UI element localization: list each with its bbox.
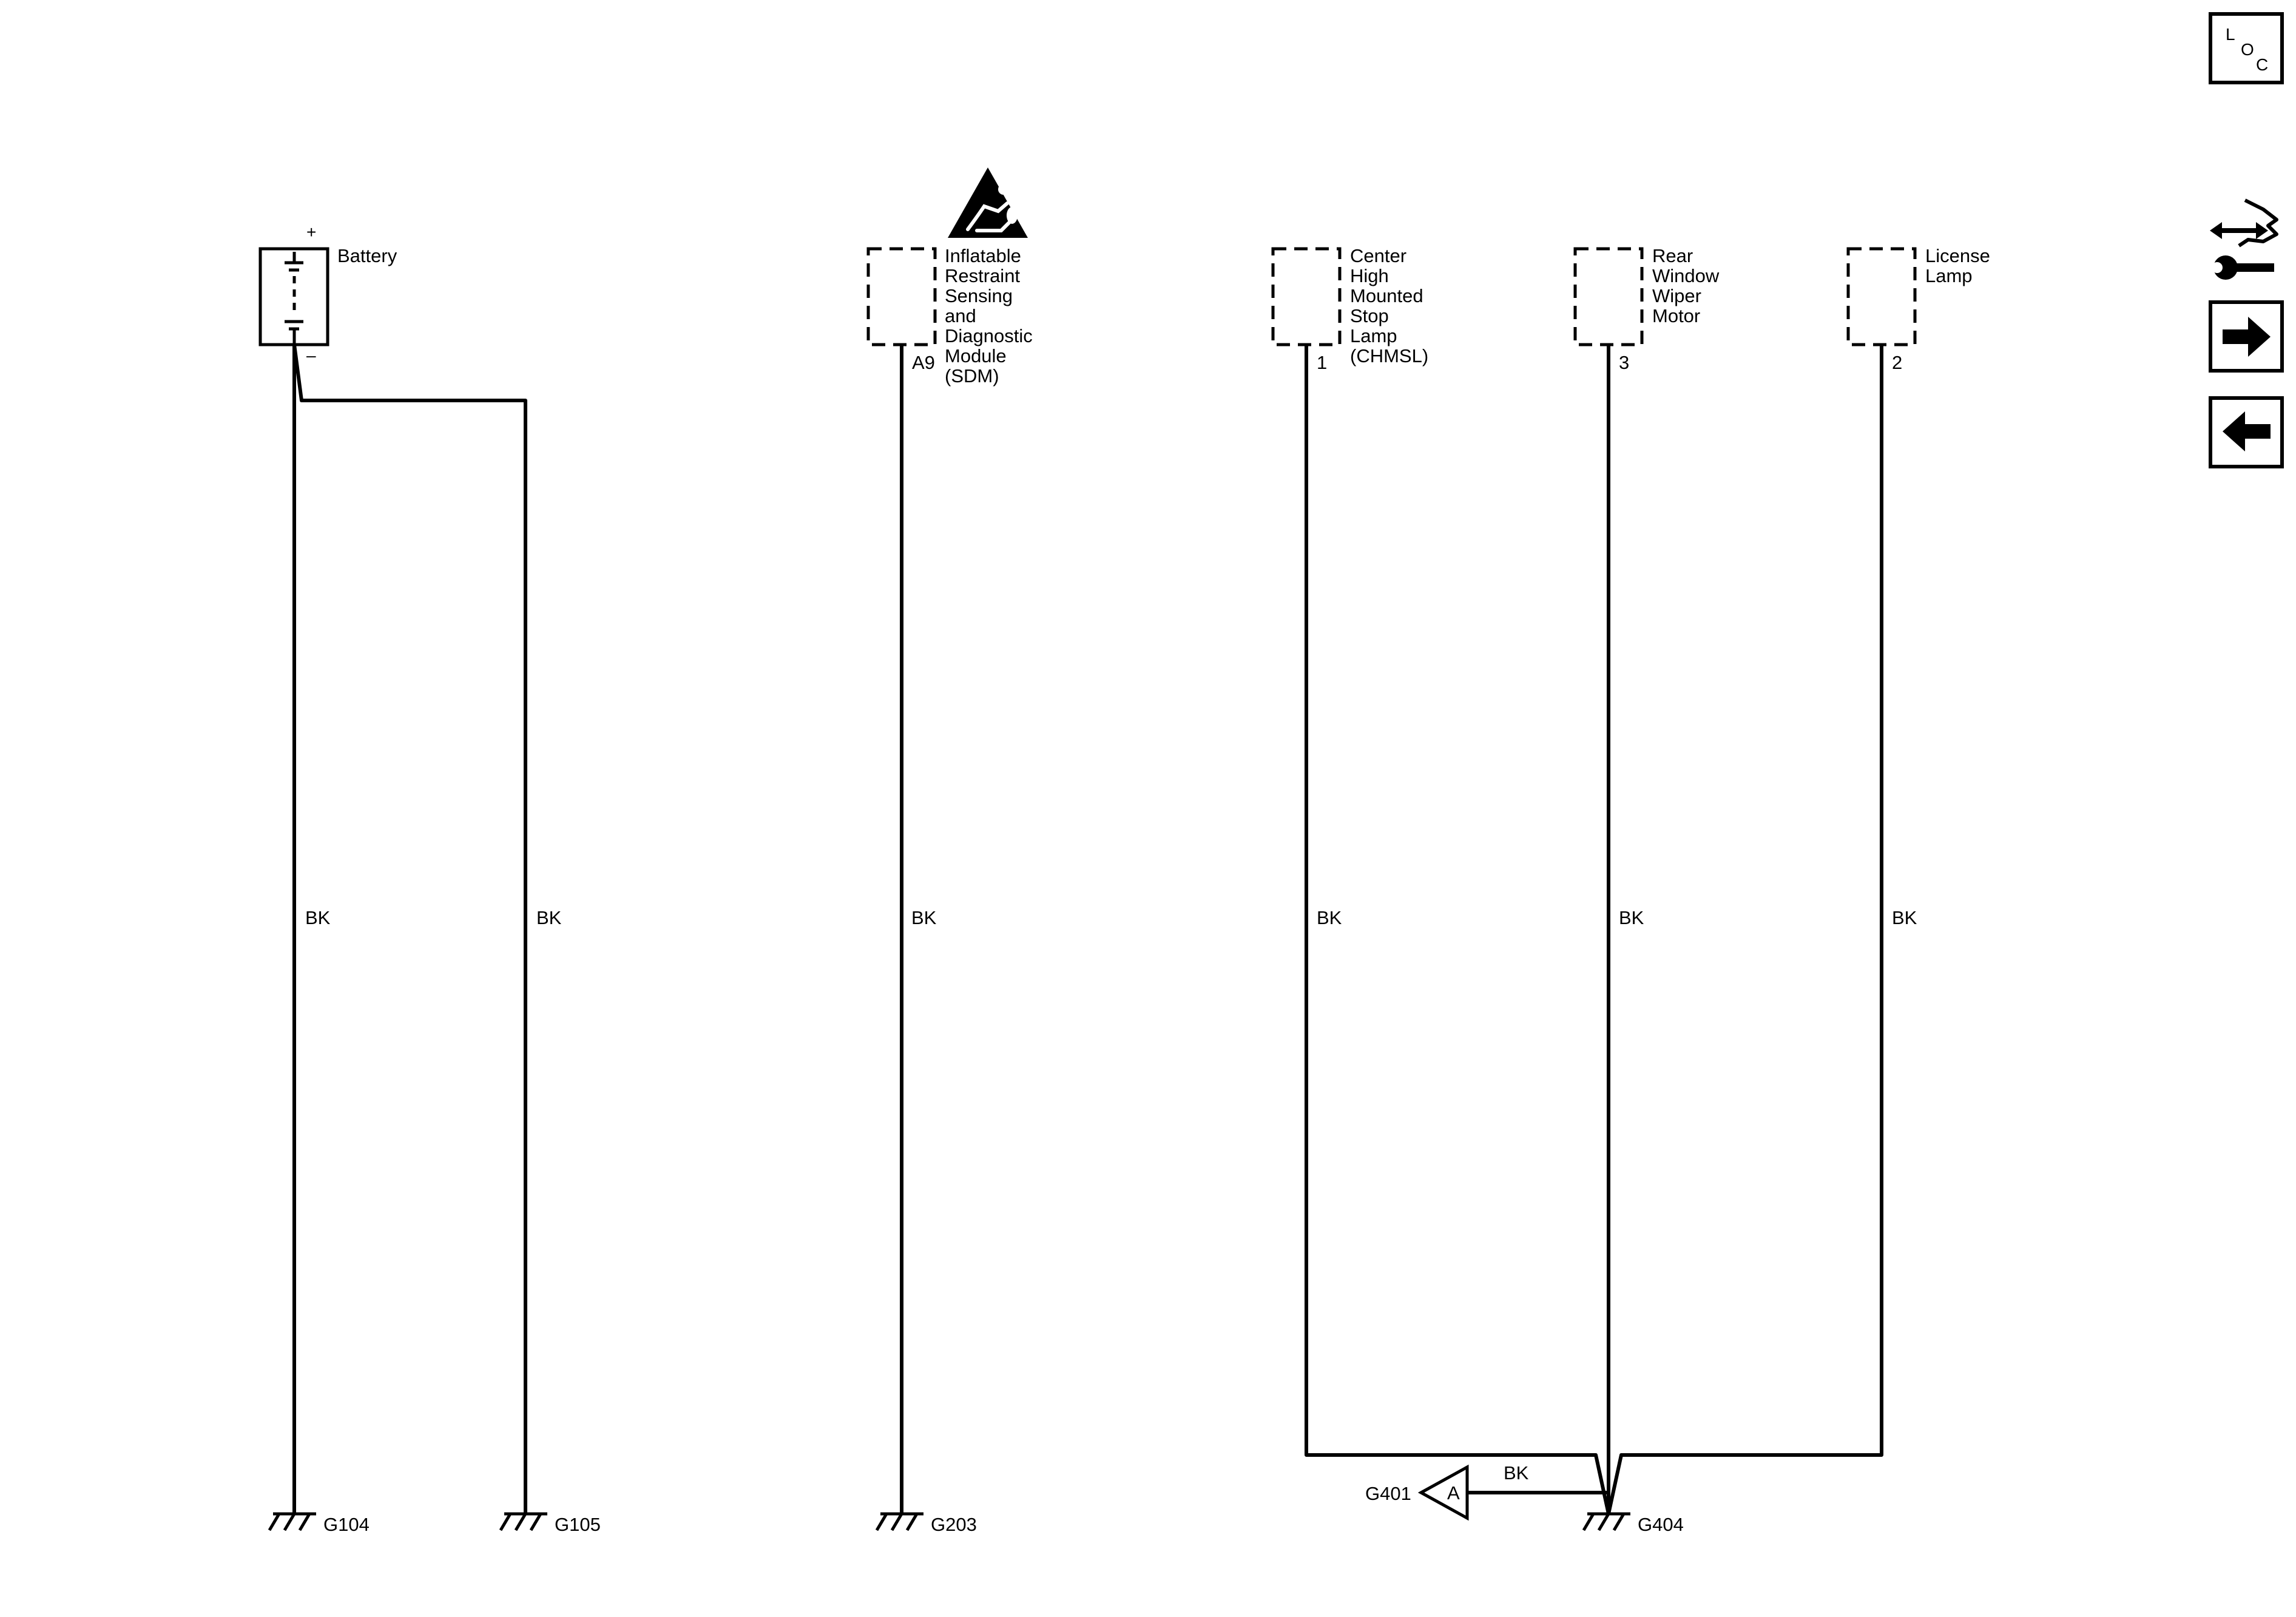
wire-color-wiper: BK [1619, 907, 1644, 928]
ground-g203: G203 [875, 1512, 977, 1535]
license-pin-label: 2 [1892, 352, 1902, 373]
chmsl-box [1271, 247, 1342, 346]
loc-button[interactable]: L O C [2209, 12, 2284, 84]
connector-wrench-icon[interactable] [2210, 198, 2278, 280]
wiper-box [1573, 247, 1644, 346]
next-page-button[interactable] [2209, 300, 2284, 373]
loc-letter-l: L [2226, 25, 2235, 44]
chmsl-label: Center High Mounted Stop Lamp (CHMSL) [1350, 245, 1428, 366]
battery-symbol [285, 252, 303, 345]
chmsl-component: Center High Mounted Stop Lamp (CHMSL) 1 [1271, 245, 1428, 373]
arrow-right-icon [2223, 317, 2271, 357]
wire-color-sdm: BK [911, 907, 937, 928]
wiper-motor-component: Rear Window Wiper Motor 3 [1573, 245, 1724, 373]
sdm-label: Inflatable Restraint Sensing and Diagnos… [945, 245, 1038, 387]
ground-g404: G404 [1582, 1512, 1684, 1535]
wire-color-license: BK [1892, 907, 1917, 928]
wiper-label: Rear Window Wiper Motor [1652, 245, 1724, 326]
wire-color-chmsl: BK [1317, 907, 1342, 928]
license-label: License Lamp [1925, 245, 1995, 286]
sdm-component: Inflatable Restraint Sensing and Diagnos… [866, 167, 1038, 387]
license-lamp-component: License Lamp 2 [1846, 245, 1995, 373]
battery-minus-sign: – [306, 346, 316, 365]
chmsl-pin-label: 1 [1317, 352, 1327, 373]
wire-chmsl-g404 [1305, 345, 1610, 1514]
ground-g105: G105 [499, 1512, 601, 1535]
prev-page-button[interactable] [2209, 396, 2284, 468]
wire-color-g401-link: BK [1504, 1462, 1529, 1484]
airbag-warning-icon [948, 167, 1028, 238]
wiper-pin-label: 3 [1619, 352, 1629, 373]
battery-component: + – Battery [258, 223, 397, 365]
g401-ref-letter: A [1447, 1482, 1460, 1504]
wire-g404-g401 [1467, 1491, 1610, 1514]
battery-plus-sign: + [306, 223, 316, 241]
wire-color-battery-main: BK [305, 907, 331, 928]
loc-letter-c: C [2256, 55, 2268, 74]
ground-g104: G104 [268, 1512, 370, 1535]
wire-license-g404 [1607, 345, 1883, 1514]
g104-label: G104 [323, 1514, 370, 1535]
wire-battery-g105 [292, 344, 527, 1514]
arrow-left-icon [2223, 411, 2271, 451]
g105-label: G105 [555, 1514, 601, 1535]
battery-label: Battery [337, 245, 397, 266]
sdm-pin-label: A9 [912, 352, 935, 373]
license-box [1846, 247, 1917, 346]
loc-letter-o: O [2241, 40, 2254, 59]
g203-label: G203 [931, 1514, 977, 1535]
g401-label: G401 [1365, 1483, 1411, 1504]
g404-label: G404 [1638, 1514, 1684, 1535]
g401-reference-flag[interactable]: A [1417, 1464, 1469, 1521]
sdm-box [866, 247, 937, 346]
wire-color-battery-g105: BK [536, 907, 562, 928]
